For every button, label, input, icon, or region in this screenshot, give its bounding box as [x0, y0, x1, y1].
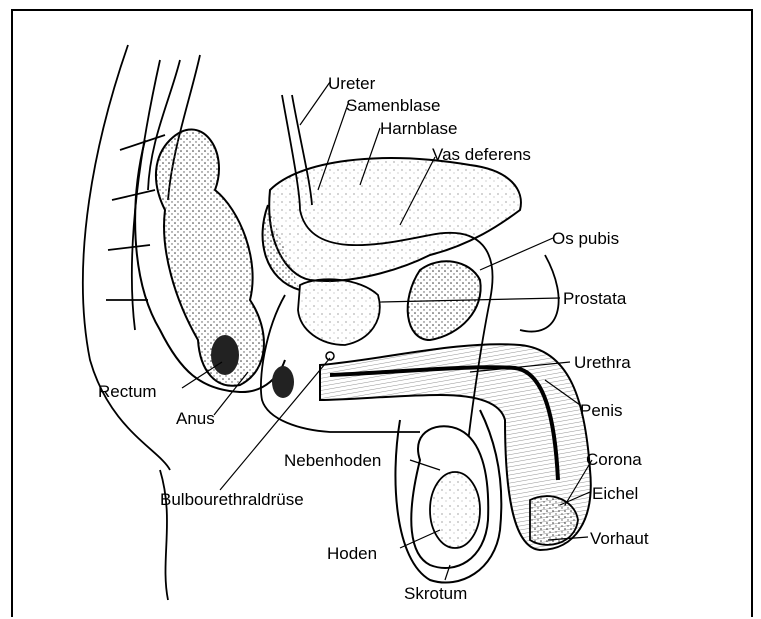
label-hoden: Hoden	[327, 545, 377, 562]
label-urethra: Urethra	[574, 354, 631, 371]
label-samenblase: Samenblase	[346, 97, 441, 114]
label-nebenhoden: Nebenhoden	[284, 452, 381, 469]
label-rectum: Rectum	[98, 383, 157, 400]
testis-shape	[395, 410, 501, 583]
label-corona: Corona	[586, 451, 642, 468]
label-bulbourethraldruese: Bulbourethraldrüse	[160, 491, 304, 508]
label-ureter: Ureter	[328, 75, 375, 92]
label-prostata: Prostata	[563, 290, 626, 307]
label-vas-deferens: Vas deferens	[432, 146, 531, 163]
prostate-shape	[298, 279, 380, 345]
label-eichel: Eichel	[592, 485, 638, 502]
label-os-pubis: Os pubis	[552, 230, 619, 247]
bladder-shape	[263, 158, 521, 290]
label-skrotum: Skrotum	[404, 585, 467, 602]
spine-outline	[83, 45, 200, 600]
label-penis: Penis	[580, 402, 623, 419]
label-vorhaut: Vorhaut	[590, 530, 649, 547]
label-anus: Anus	[176, 410, 215, 427]
label-harnblase: Harnblase	[380, 120, 458, 137]
